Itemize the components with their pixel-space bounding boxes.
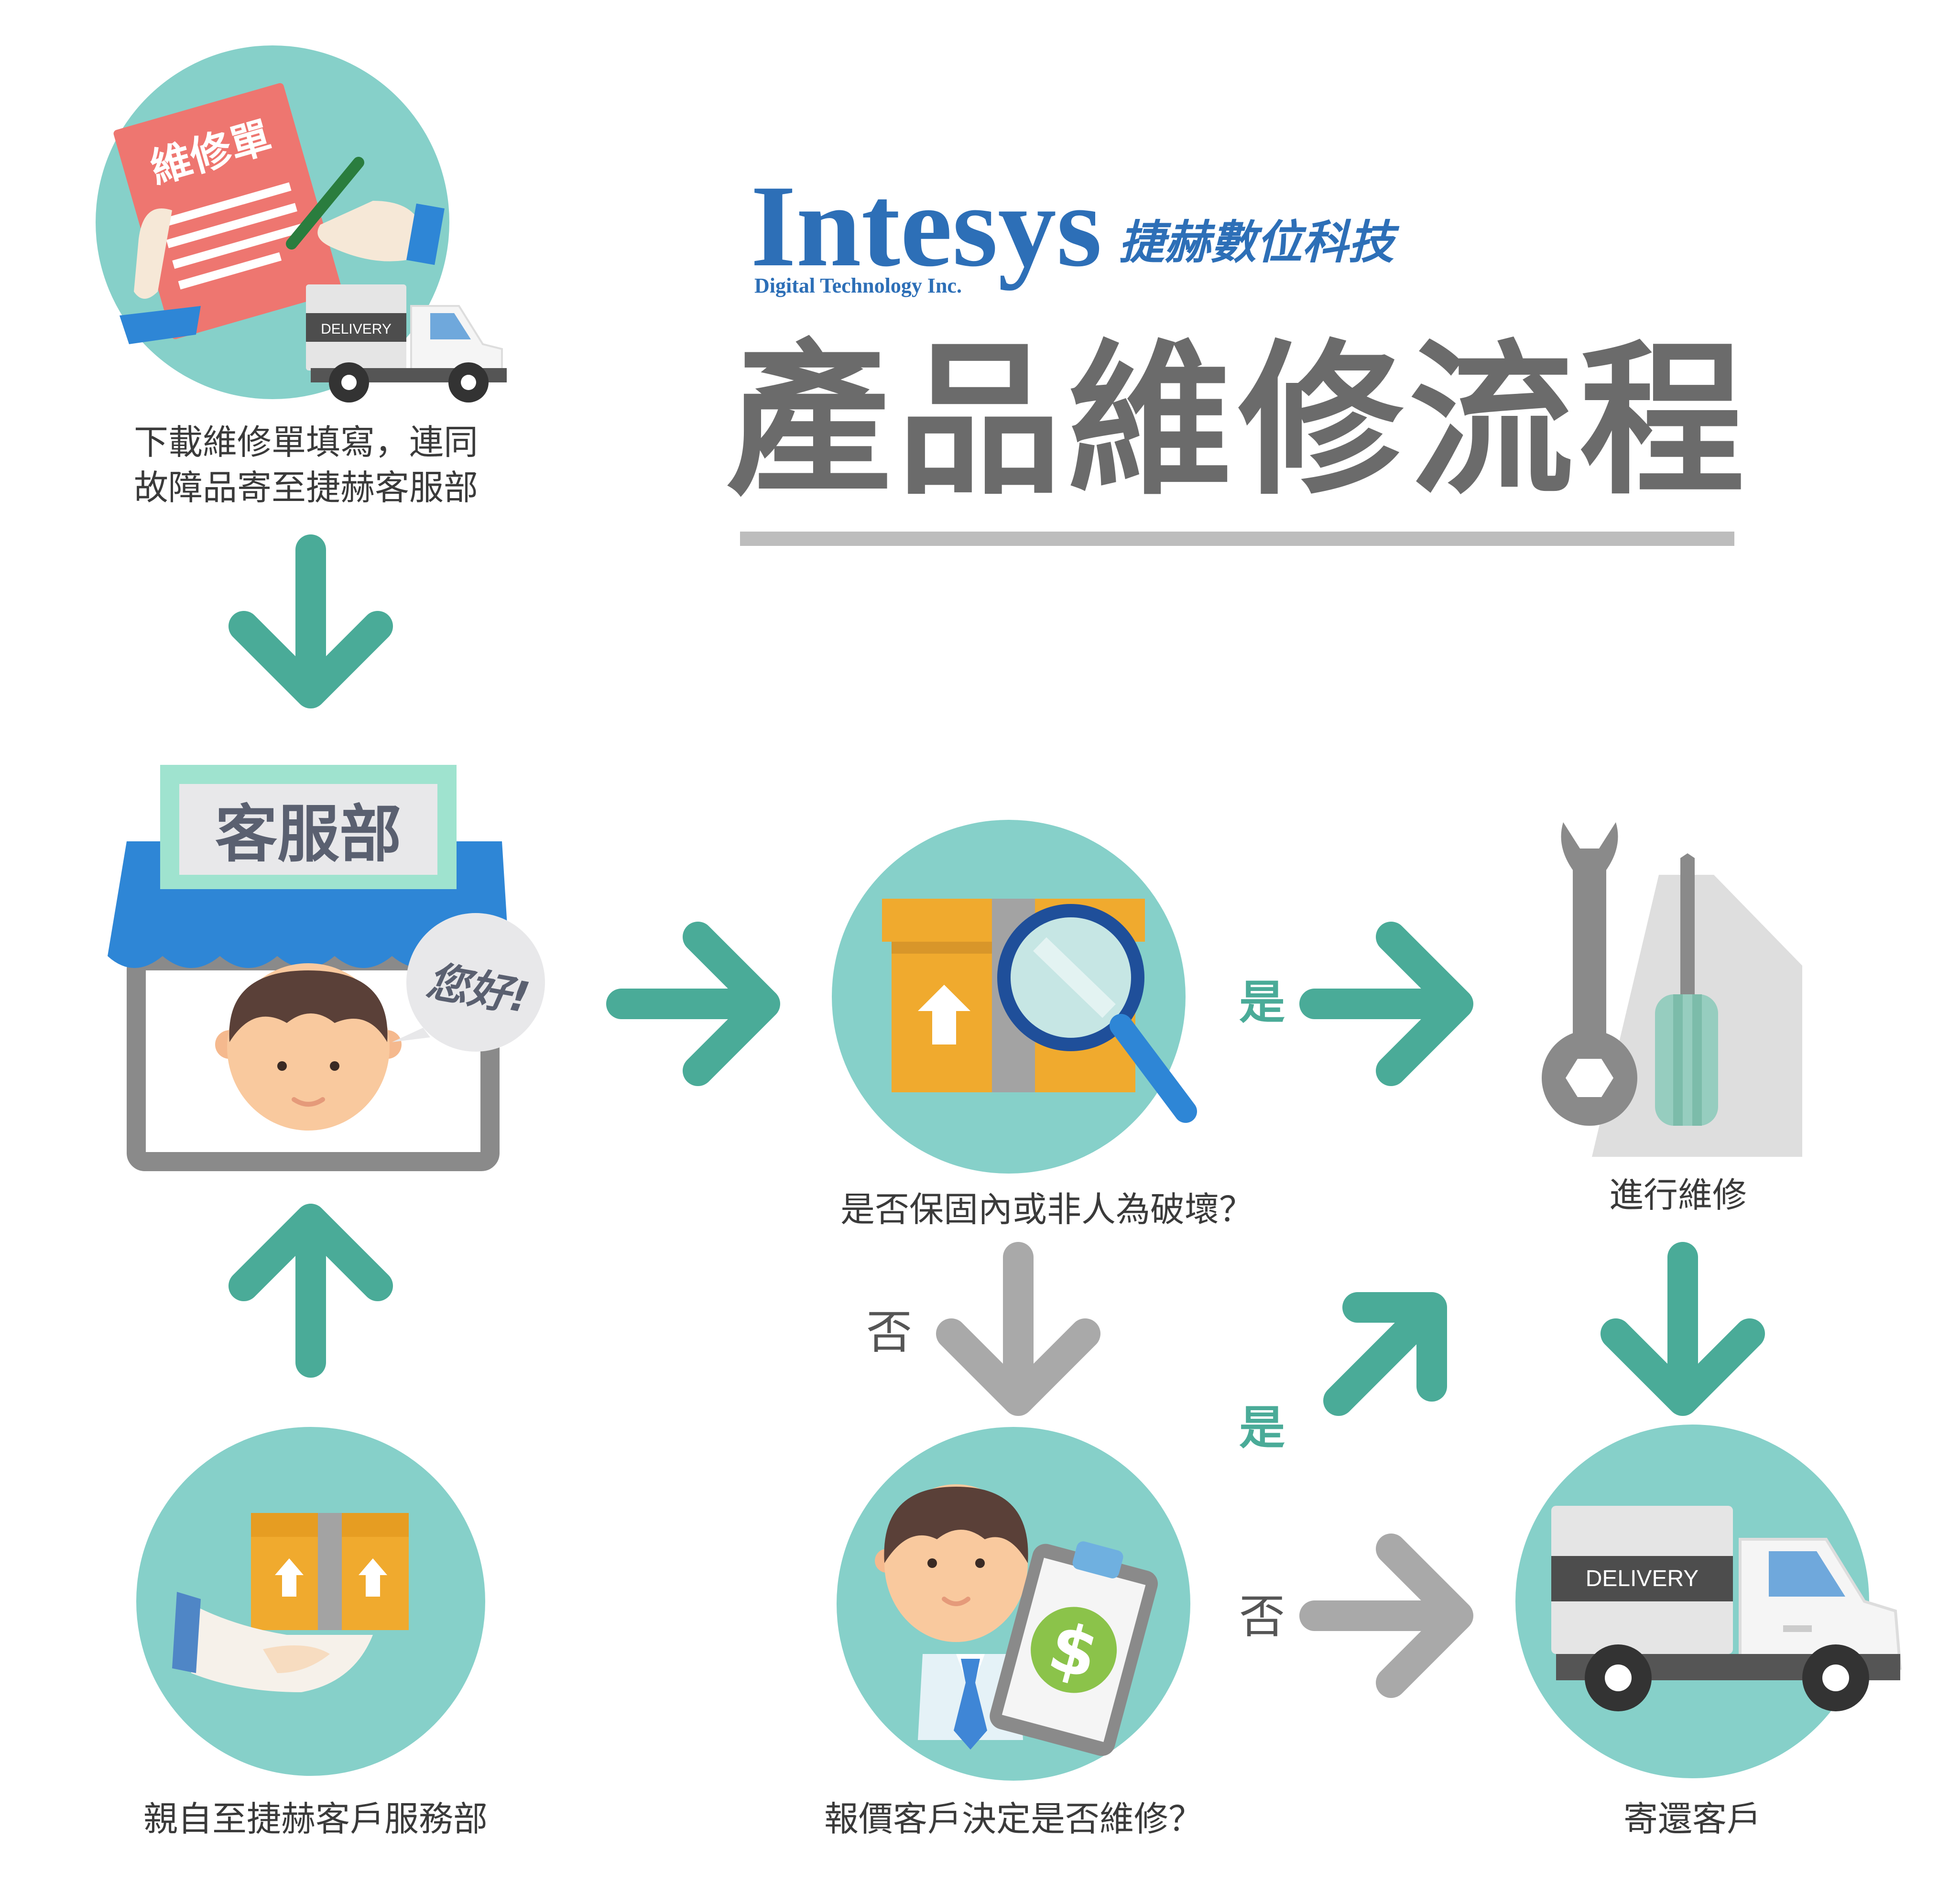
arrow-right-to-return: [1315, 1549, 1458, 1683]
brand-subtitle: Digital Technology Inc.: [754, 274, 962, 297]
price-clipboard-icon: $: [990, 1541, 1158, 1756]
check-warranty-label: 是否保固內或非人為破壞？: [840, 1189, 1253, 1229]
arrow-right-to-check: [621, 937, 765, 1071]
customer-avatar-icon: [875, 1484, 1028, 1750]
arrow-down-to-return: [1616, 1257, 1750, 1401]
arrow-down-to-service: [244, 550, 378, 693]
package-hand-icon: [172, 1513, 409, 1692]
download-form-step: 維修單 DELIVERY: [96, 45, 507, 403]
truck-label: DELIVERY: [1586, 1566, 1699, 1591]
return-label: 寄還客戶: [1623, 1799, 1761, 1839]
svg-text:DELIVERY: DELIVERY: [321, 321, 392, 337]
speech-bubble-icon: 您好!: [392, 913, 545, 1052]
writing-hand: [286, 157, 445, 265]
page-title: 產品維修流程: [726, 326, 1750, 517]
magnifier-box-icon: [882, 899, 1197, 1123]
brand-name-en: Intesys: [751, 161, 1102, 291]
dollar-icon: $: [1031, 1607, 1117, 1695]
holding-hand: [134, 208, 172, 299]
check-warranty-step: [832, 820, 1197, 1174]
choice-no-to-quote: 否: [866, 1305, 912, 1359]
brand-logo: Intesys 捷赫數位科技 Digital Technology Inc.: [751, 161, 1400, 297]
service-desk-sign: 客服部: [215, 798, 402, 870]
quote-label: 報價客戶決定是否維修？: [824, 1799, 1203, 1839]
arrow-right-to-repair: [1315, 937, 1458, 1071]
wrench-icon: [1542, 822, 1637, 1126]
arrow-down-to-quote: [951, 1257, 1085, 1401]
brand-name-zh: 捷赫數位科技: [1119, 216, 1400, 269]
visit-in-person-label: 親自至捷赫客戶服務部: [143, 1799, 488, 1839]
repair-label: 進行維修: [1609, 1175, 1747, 1215]
download-form-label-line1: 下載維修單填寫，連同: [134, 422, 478, 462]
repair-form-icon: 維修單: [113, 83, 342, 339]
quote-step: $: [837, 1427, 1190, 1781]
arrow-diagonal-to-repair: [1323, 1292, 1447, 1416]
choice-no-to-return: 否: [1239, 1590, 1285, 1643]
choice-yes-to-repair-after-quote: 是: [1239, 1401, 1285, 1455]
customer-avatar-icon: [215, 963, 402, 1131]
repair-step: [1542, 822, 1802, 1157]
storefront-icon: 客服部 您好!: [108, 765, 545, 1171]
screwdriver-icon: [1655, 853, 1718, 1126]
delivery-truck-icon: DELIVERY: [306, 284, 507, 403]
return-step: DELIVERY: [1515, 1425, 1902, 1778]
download-form-label-line2: 故障品寄至捷赫客服部: [134, 468, 478, 508]
delivery-truck-icon: DELIVERY: [1551, 1506, 1902, 1711]
title-underline: [740, 532, 1734, 546]
arrow-up-to-service: [244, 1219, 378, 1362]
visit-in-person-step: [136, 1427, 485, 1776]
choice-yes-to-repair: 是: [1239, 976, 1285, 1029]
